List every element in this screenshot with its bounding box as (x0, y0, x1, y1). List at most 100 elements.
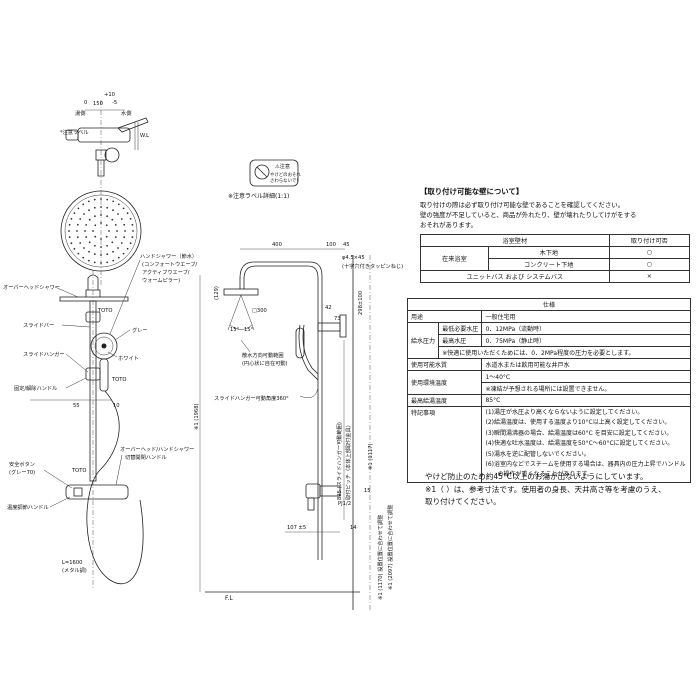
spray-range-2: (円心状に自在可動) (242, 359, 288, 367)
nozzle-dot (85, 224, 88, 226)
wall-compatibility-panel: 【取り付け可能な壁について】 取り付けの際は必ず取り付け可能な壁であることを確認… (420, 186, 691, 283)
toto-logo-3: TOTO (71, 468, 87, 474)
nozzle-dot (76, 230, 78, 232)
dim-1117: ※1 (1117) (368, 443, 374, 470)
nozzle-dot (112, 259, 115, 262)
spray-range-1: 散水方向可動範囲 (242, 351, 284, 359)
nozzle-dot (126, 212, 129, 215)
nozzle-dot (100, 238, 102, 240)
spec-value: 0．75MPa（静止時） (481, 334, 691, 347)
wall-material: コンクリート下地 (487, 258, 610, 271)
table-row: 特記事項 (1)湯圧が水圧より高くならないように設定してください。 (2)給湯温… (406, 406, 691, 483)
nozzle-dot (68, 236, 71, 239)
nozzle-dot (93, 198, 96, 201)
nozzle-dot (111, 241, 114, 244)
overhead-arm-side (239, 261, 323, 560)
nozzle-dot (88, 218, 91, 221)
caution-title: ⚠注意 (275, 162, 290, 170)
spec-note: ※快適に使用いただくためには、0．2MPa程度の圧力を必要とします。 (438, 346, 691, 359)
overhead-head-side (223, 288, 259, 296)
label-white: ホワイト (118, 355, 139, 362)
label-hand-modes-2: アクティブウエーブ/ (142, 268, 190, 276)
dim-1170: ※1 (1170) 設置位置に合わせて調整 (376, 515, 384, 600)
nozzle-dot (120, 218, 123, 220)
floor-line-label: F.L (225, 595, 233, 602)
table-row: 使用可能水質 水道水または飲用可能な井戸水 (406, 358, 691, 371)
nozzle-dot (100, 198, 102, 200)
spec-label: 特記事項 (406, 406, 483, 483)
nozzle-dot (129, 242, 132, 245)
nozzle-dot (94, 235, 97, 238)
nozzle-dot (129, 217, 132, 220)
hanger-angle: スライドハンガー可動角度360° (214, 394, 289, 402)
dim-plus10: +10 (104, 92, 115, 98)
caution-label-marker: *注意ラベル (60, 128, 89, 136)
table-row: ユニットバス および システムバス × (420, 270, 691, 283)
nozzle-dot (105, 235, 108, 238)
nozzle-dot (82, 256, 85, 259)
spec-label: 使用可能水質 (406, 358, 483, 371)
nozzle-dot (93, 206, 96, 209)
spec-value: 水道水または飲用可能な井戸水 (481, 358, 691, 371)
nozzle-dot (100, 214, 102, 216)
nozzle-dot (112, 200, 115, 203)
nozzle-dot (132, 230, 134, 232)
dim-1968: ※1 (1968) (194, 403, 200, 430)
dim-107: 107 ±5 (287, 525, 306, 531)
label-overhead-shower: オーバーヘッドシャワー (3, 284, 60, 291)
dim-15: 15 (364, 488, 371, 494)
nozzle-dot (106, 244, 108, 247)
spec-sublabel: 最低必要水圧 (438, 322, 483, 335)
special-note: の操作が重くなることがあります。 (485, 471, 593, 479)
nozzle-dot (131, 236, 134, 239)
nozzle-dot (68, 230, 70, 232)
table-row: 用途 一般住宅用 (406, 310, 691, 323)
nozzle-dot (100, 246, 102, 248)
wall-ok: × (608, 270, 691, 283)
hot-side-label: 湯側 (75, 109, 85, 117)
side-view: F.L 400 100 45 φ4.5×45 (十字穴付きタッピンねじ) (12… (194, 242, 403, 610)
front-view: オーバーヘッドシャワー TOTO スライドバー ハンドシャワー（節水） (コンフ… (3, 252, 197, 590)
nozzle-dot (73, 212, 76, 215)
special-note: (3)瞬間湯沸器の場合、給湯温度は60°C を目安に設定してください。 (485, 429, 673, 437)
nozzle-dot (131, 223, 134, 226)
nozzle-dot (105, 224, 108, 227)
dim-129: (129) (214, 286, 220, 300)
special-note: (2)給湯温度は、使用する温度より10°C以上高く設定してください。 (485, 419, 671, 427)
nozzle-dot (73, 247, 76, 250)
overhead-shower-top (60, 190, 142, 272)
dim-400: 400 (272, 242, 282, 248)
pipe-thread: PJ1/2 (338, 501, 351, 507)
table-row: 在来浴室 木下地 ○ (420, 246, 691, 271)
nozzle-dot (83, 247, 85, 249)
nozzle-dot (106, 253, 109, 256)
nozzle-dot (88, 250, 90, 253)
nozzle-dot (117, 247, 119, 249)
nozzle-dot (117, 203, 120, 206)
toto-logo-1: TOTO (97, 308, 113, 314)
wall-note: 壁の強度が不足していると、商品が外れたり、壁が壊れたりしてけがをする (420, 211, 637, 219)
special-note: (5)湯水を逆に配管しないでください。 (485, 450, 590, 458)
special-note: (1)湯圧が水圧より高くならないように設定してください。 (485, 409, 644, 416)
nozzle-dot (76, 223, 79, 226)
wall-title: 【取り付け可能な壁について】 (420, 187, 524, 196)
toto-logo-2: TOTO (111, 377, 127, 383)
nozzle-dot (77, 207, 80, 210)
nozzle-dot (106, 206, 109, 209)
wall-table: 浴室壁材 取り付け可否 在来浴室 木下地 ○ コンクリート下地 ○ ユニットバス… (420, 234, 691, 283)
spec-panel: 仕様 用途 一般住宅用 給水圧力 最低必要水圧 0．12MPa（流動時） 最高水… (406, 294, 691, 483)
table-row: ※快適に使用いただくためには、0．2MPa程度の圧力を必要とします。 (408, 346, 691, 359)
nozzle-dot (120, 242, 123, 244)
dim-zero: 0 (84, 100, 87, 106)
spec-value: 85°C (481, 394, 691, 407)
spec-value: 1～40°C (481, 370, 691, 383)
dim-895-2: 取付ピッチ（本体上部取付金具） (344, 422, 352, 500)
nozzle-dot (100, 222, 102, 224)
dim-55: 55 (73, 403, 80, 409)
nozzle-dot (93, 253, 96, 256)
label-gray: グレー (132, 326, 148, 334)
nozzle-dot (87, 200, 90, 203)
spec-label: 用途 (406, 310, 483, 323)
nozzle-dot (126, 247, 129, 250)
